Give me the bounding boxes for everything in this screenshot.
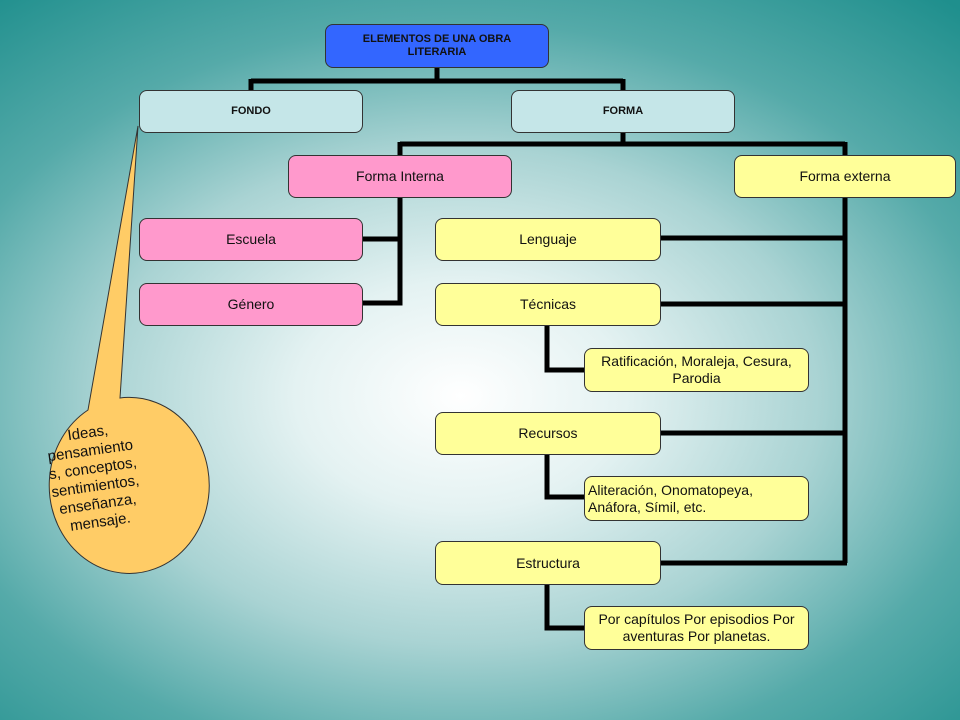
node-estructura-detalle: Por capítulos Por episodios Por aventura… (584, 606, 809, 650)
node-tecnicas: Técnicas (435, 283, 661, 326)
node-tecnicas-detalle: Ratificación, Moraleja, Cesura, Parodia (584, 348, 809, 392)
node-recursos: Recursos (435, 412, 661, 455)
node-estructura: Estructura (435, 541, 661, 585)
node-recursos-detalle: Aliteración, Onomatopeya, Anáfora, Símil… (584, 476, 809, 521)
node-forma: FORMA (511, 90, 735, 133)
node-fondo: FONDO (139, 90, 363, 133)
node-lenguaje: Lenguaje (435, 218, 661, 261)
node-forma-interna: Forma Interna (288, 155, 512, 198)
node-genero: Género (139, 283, 363, 326)
node-forma-externa: Forma externa (734, 155, 956, 198)
node-escuela: Escuela (139, 218, 363, 261)
node-elementos-obra-literaria: ELEMENTOS DE UNA OBRA LITERARIA (325, 24, 549, 68)
